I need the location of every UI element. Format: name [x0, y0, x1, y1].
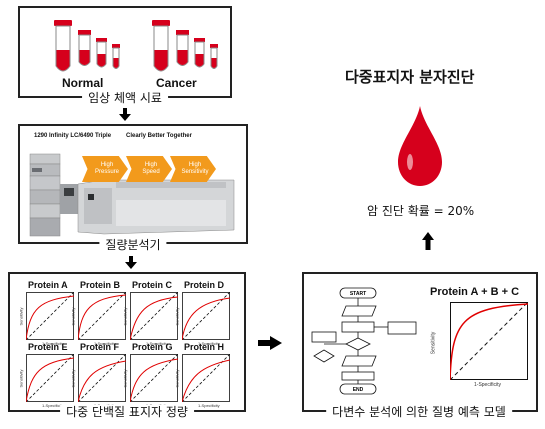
instrument-panel: 1290 Infinity LC/6490 Triple Clearly Bet… [18, 124, 248, 244]
roc-title-1: Protein A [28, 280, 68, 290]
combined-roc-y-label: Sensitivity [430, 331, 437, 355]
samples-caption: 임상 체액 시료 [82, 91, 168, 105]
roc-reference-line [130, 292, 178, 340]
quantification-caption: 다중 단백질 표지자 정량 [60, 405, 194, 419]
arrow-up-icon [422, 232, 434, 250]
roc-title-7: Protein G [132, 342, 173, 352]
roc-chart-1 [26, 292, 74, 340]
roc-chart-2 [78, 292, 126, 340]
roc-reference-line [130, 354, 178, 402]
roc-chart-3 [130, 292, 178, 340]
cancer-probability: 암 진단 확률 = 20% [367, 204, 475, 218]
model-panel: START END Protein A + B + C Sensitivity … [302, 272, 538, 412]
roc-reference-line [182, 292, 230, 340]
instrument-slogan: Clearly Better Together [126, 133, 192, 139]
cancer-tubes-icon [152, 20, 218, 72]
roc-reference-line [26, 292, 74, 340]
roc-x-label-8: 1-Specificity [198, 403, 220, 408]
roc-y-label-4: Sensitivity [174, 307, 180, 326]
roc-reference-line [26, 354, 74, 402]
roc-chart-6 [78, 354, 126, 402]
instrument-caption: 질량분석기 [99, 238, 167, 252]
roc-y-label-8: Sensitivity [174, 369, 180, 388]
flow-start-text: START [350, 291, 366, 297]
roc-curve [78, 294, 126, 340]
roc-curve [26, 295, 74, 340]
flow-end-text: END [353, 387, 364, 393]
roc-chart-4 [182, 292, 230, 340]
roc-y-label-7: Sensitivity [122, 369, 128, 388]
roc-reference-line [78, 292, 126, 340]
model-caption: 다변수 분석에 의한 질병 예측 모델 [326, 405, 512, 419]
cancer-label: Cancer [156, 76, 197, 90]
normal-label: Normal [62, 76, 104, 90]
roc-chart-7 [130, 354, 178, 402]
roc-curve [182, 297, 230, 340]
roc-chart-8 [182, 354, 230, 402]
arrow-right-icon [258, 336, 282, 350]
roc-x-label-3: 1-Specificity [146, 341, 168, 346]
arrow-down-icon [125, 256, 137, 269]
mass-spectrometer-image [29, 153, 235, 237]
roc-title-2: Protein B [80, 280, 121, 290]
roc-y-label-3: Sensitivity [122, 307, 128, 326]
roc-curve [130, 296, 178, 340]
roc-curve [182, 359, 230, 402]
combined-roc-chart [450, 302, 528, 380]
roc-y-label-2: Sensitivity [70, 307, 76, 326]
arrow-down-icon [119, 108, 131, 121]
roc-y-label-1: Sensitivity [18, 307, 24, 326]
result-title: 다중표지자 분자진단 [345, 68, 475, 86]
normal-tubes-icon [54, 20, 120, 72]
flowchart-diagram: START END [311, 287, 417, 395]
roc-title-5: Protein E [28, 342, 68, 352]
roc-x-label-5: 1-Specificity [42, 403, 64, 408]
roc-title-6: Protein F [80, 342, 120, 352]
combined-roc-x-label: 1-Specificity [474, 382, 501, 388]
combined-roc-title: Protein A + B + C [430, 286, 520, 298]
roc-title-8: Protein H [184, 342, 225, 352]
roc-title-4: Protein D [184, 280, 225, 290]
roc-curve [130, 358, 178, 402]
roc-curve [78, 360, 126, 402]
roc-x-label-1: 1-Specificity [42, 341, 64, 346]
roc-y-label-5: Sensitivity [18, 369, 24, 388]
roc-x-label-2: 1-Specificity [94, 341, 116, 346]
roc-x-label-4: 1-Specificity [198, 341, 220, 346]
roc-title-3: Protein C [132, 280, 173, 290]
samples-panel: Normal Cancer [18, 6, 232, 98]
roc-chart-5 [26, 354, 74, 402]
roc-reference-line [78, 354, 126, 402]
instrument-model-text: 1290 Infinity LC/6490 Triple [34, 133, 112, 139]
roc-y-label-6: Sensitivity [70, 369, 76, 388]
roc-curve [26, 357, 74, 402]
blood-drop-icon [398, 106, 442, 186]
